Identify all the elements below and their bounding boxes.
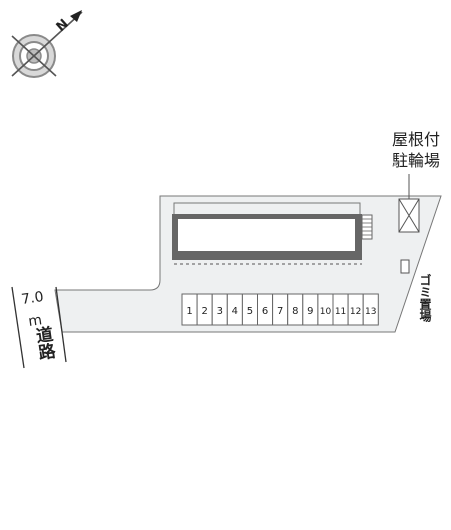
parking-space-number: 13	[365, 307, 376, 317]
stairs	[361, 214, 373, 240]
parking-space-number: 12	[350, 307, 361, 317]
parking-space-number: 10	[320, 307, 332, 317]
parking-space-number: 7	[277, 306, 283, 317]
road-edge-line	[11, 286, 25, 369]
parking-space-number: 8	[292, 306, 298, 317]
road-edge-line	[55, 286, 67, 363]
parking-space-number: 4	[232, 306, 238, 317]
road-name-label: 道路	[30, 324, 56, 362]
parking-space-number: 5	[247, 306, 253, 317]
parking-space-number: 9	[307, 306, 313, 317]
parking-space-number: 3	[217, 306, 223, 317]
apartment-building	[172, 202, 362, 265]
parking-space-number: 6	[262, 306, 268, 317]
bike-shed-label-line2: 駐輪場	[392, 151, 440, 170]
compass-icon	[11, 10, 83, 78]
garbage-area-box	[400, 259, 410, 274]
bike-shed-label-line1: 屋根付	[392, 130, 440, 149]
bike-shed-box	[398, 198, 420, 233]
parking-space-number: 2	[201, 306, 207, 317]
north-label: N	[54, 17, 72, 35]
road-width-label: 7.0	[20, 289, 44, 308]
parking-space-number: 1	[186, 306, 192, 317]
road-unit-label: m	[27, 312, 43, 330]
garbage-area-label: ゴミ置場	[418, 274, 432, 322]
parking-space	[362, 293, 379, 326]
parking-space-number: 11	[335, 307, 346, 317]
